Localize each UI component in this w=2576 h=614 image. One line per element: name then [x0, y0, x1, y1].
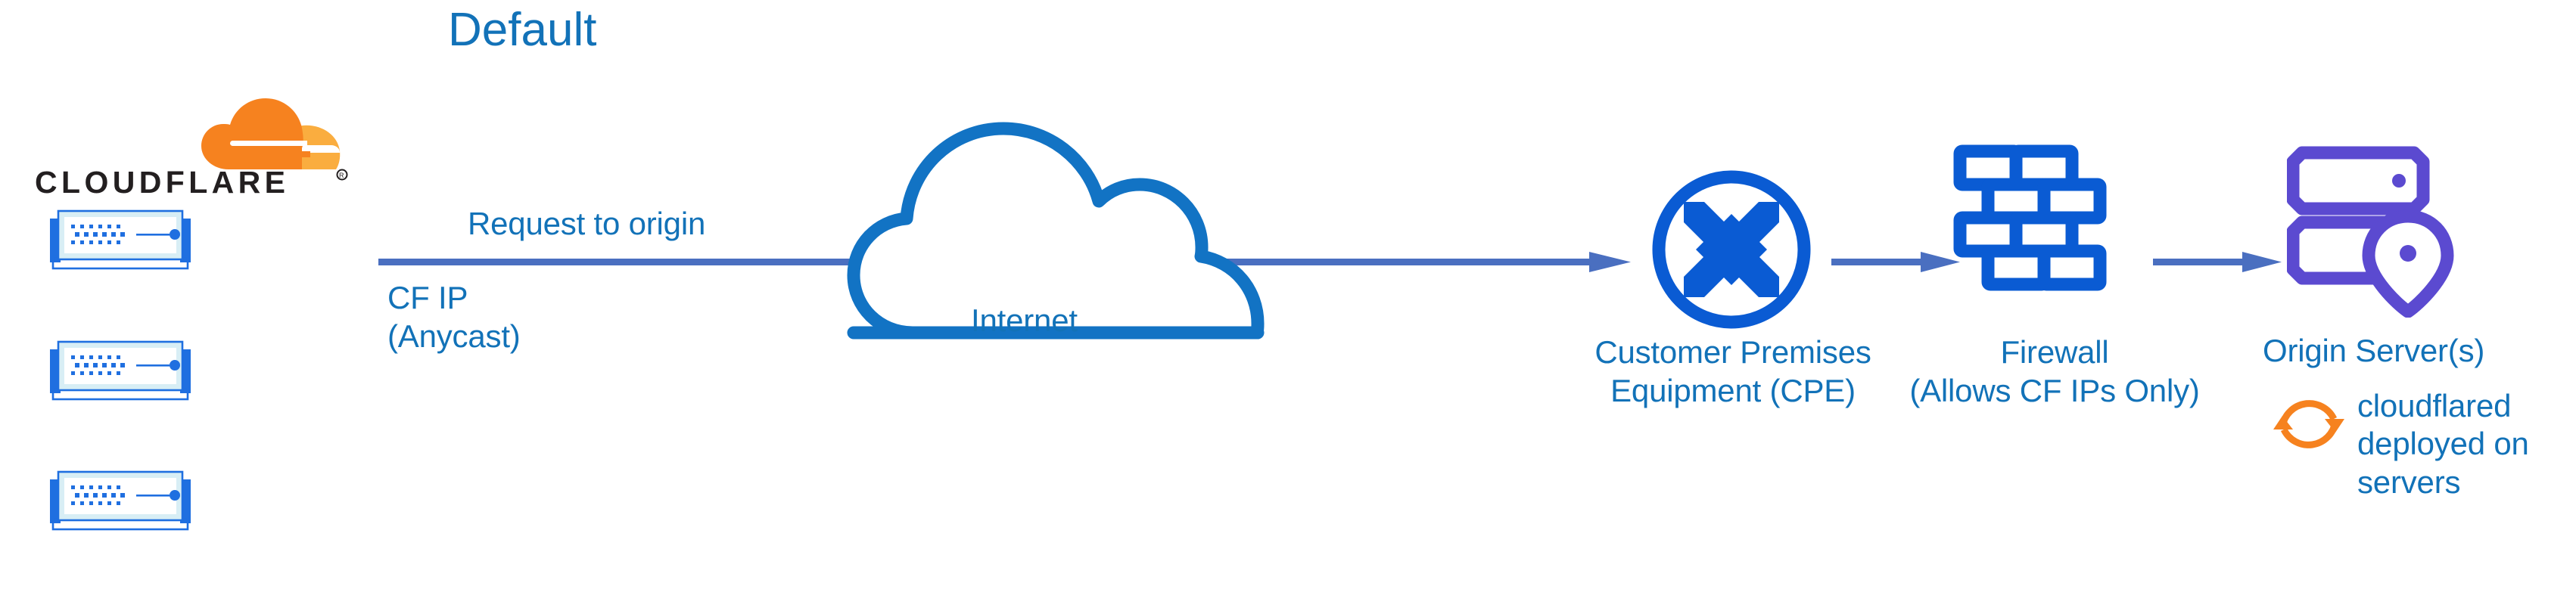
internet-cloud-icon	[847, 122, 1265, 340]
cloudflared-line-1: cloudflared	[2357, 388, 2512, 423]
server-unit-icon	[50, 470, 191, 531]
internet-label: Internet	[971, 302, 1078, 338]
cpe-label-line-1: Customer Premises	[1594, 334, 1871, 370]
cf-ip-anycast-label: CF IP(Anycast)	[387, 278, 521, 355]
router-icon	[1652, 170, 1811, 329]
request-to-origin-label: Request to origin	[468, 206, 706, 241]
cf-ip-line-2: (Anycast)	[387, 318, 521, 355]
firewall-label-line-1: Firewall	[2000, 334, 2109, 370]
page-title: Default	[448, 4, 597, 56]
origin-server-label: Origin Server(s)	[2263, 333, 2485, 368]
cloudflare-wordmark: CLOUDFLARE R	[35, 165, 348, 200]
cloudflare-cloud-icon	[201, 98, 341, 169]
brick-wall-icon	[1953, 144, 2107, 291]
server-unit-icon	[50, 209, 191, 270]
server-unit-icon	[50, 340, 191, 401]
firewall-label: Firewall(Allows CF IPs Only)	[1892, 333, 2217, 410]
cloudflare-logo: CLOUDFLARE R	[35, 98, 353, 201]
server-rack-pin-icon	[2287, 146, 2454, 318]
firewall-label-line-2: (Allows CF IPs Only)	[1909, 373, 2200, 409]
svg-text:R: R	[339, 172, 344, 179]
cloudflared-line-3: servers	[2357, 464, 2461, 500]
sync-arrows-icon	[2273, 400, 2344, 448]
cf-ip-line-1: CF IP	[387, 280, 468, 315]
arrow-firewall-to-origin	[2153, 252, 2282, 272]
svg-text:CLOUDFLARE: CLOUDFLARE	[35, 165, 289, 200]
arrow-cpe-to-firewall	[1831, 252, 1960, 272]
cloudflared-line-2: deployed on	[2357, 426, 2529, 462]
cpe-label-line-2: Equipment (CPE)	[1610, 373, 1856, 409]
